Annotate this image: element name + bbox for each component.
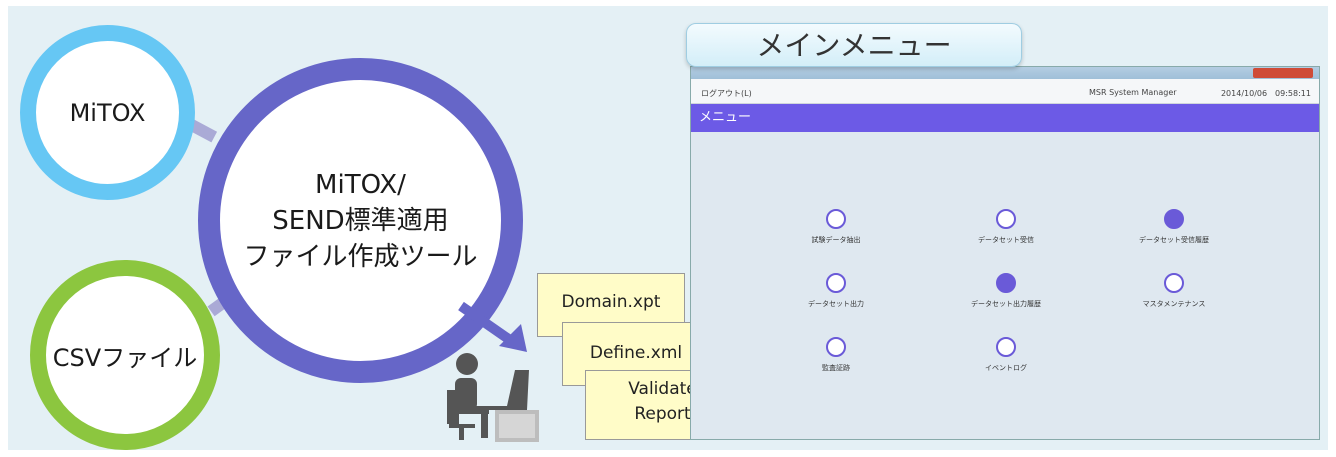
window-toolbar: ログアウト(L) MSR System Manager 2014/10/06 0… <box>691 79 1319 104</box>
menu-item-test-data-extract[interactable]: 試験データ抽出 <box>771 209 901 245</box>
window-controls[interactable] <box>1253 68 1313 78</box>
menu-item-dataset-receive-history[interactable]: データセット受信履歴 <box>1109 209 1239 245</box>
database-icon <box>996 209 1016 229</box>
menu-item-master-maintenance[interactable]: マスタメンテナンス <box>1109 273 1239 309</box>
output-arrow <box>458 301 527 352</box>
menu-item-event-log[interactable]: イベントログ <box>941 337 1071 373</box>
document-label: Domain.xpt <box>561 292 661 312</box>
csv-file-circle: CSVファイル <box>30 260 220 450</box>
menu-item-audit-trail[interactable]: 監査証跡 <box>771 337 901 373</box>
document-label: Define.xml <box>589 343 683 363</box>
document-label-line-1: Validate <box>628 379 697 399</box>
tool-line-2: SEND標準適用 <box>272 205 449 236</box>
pencil-icon <box>826 273 846 293</box>
search-icon <box>996 337 1016 357</box>
menu-item-dataset-output[interactable]: データセット出力 <box>771 273 901 309</box>
tool-line-3: ファイル作成ツール <box>243 241 478 272</box>
audit-icon <box>826 337 846 357</box>
main-menu-window: ログアウト(L) MSR System Manager 2014/10/06 0… <box>690 66 1320 440</box>
mitox-label: MiTOX <box>69 98 146 127</box>
user-at-desk-icon <box>447 353 539 442</box>
tools-icon <box>1164 273 1184 293</box>
window-titlebar <box>691 67 1319 79</box>
database-history-icon <box>1164 209 1184 229</box>
menu-item-dataset-receive[interactable]: データセット受信 <box>941 209 1071 245</box>
menu-header: メニュー <box>691 104 1319 132</box>
main-menu-title-tab: メインメニュー <box>686 23 1022 67</box>
tool-line-1: MiTOX/ <box>315 169 406 200</box>
tool-label: MiTOX/ SEND標準適用 ファイル作成ツール <box>243 167 477 275</box>
database-icon <box>826 209 846 229</box>
pencil-history-icon <box>996 273 1016 293</box>
datetime: 2014/10/06 09:58:11 <box>1220 89 1311 98</box>
mitox-circle: MiTOX <box>20 25 195 200</box>
csv-label: CSVファイル <box>52 343 198 372</box>
user-name: MSR System Manager <box>1089 88 1177 97</box>
document-label-line-2: Report <box>634 404 691 424</box>
menu-item-dataset-output-history[interactable]: データセット出力履歴 <box>941 273 1071 309</box>
logout-button[interactable]: ログアウト(L) <box>701 89 752 98</box>
